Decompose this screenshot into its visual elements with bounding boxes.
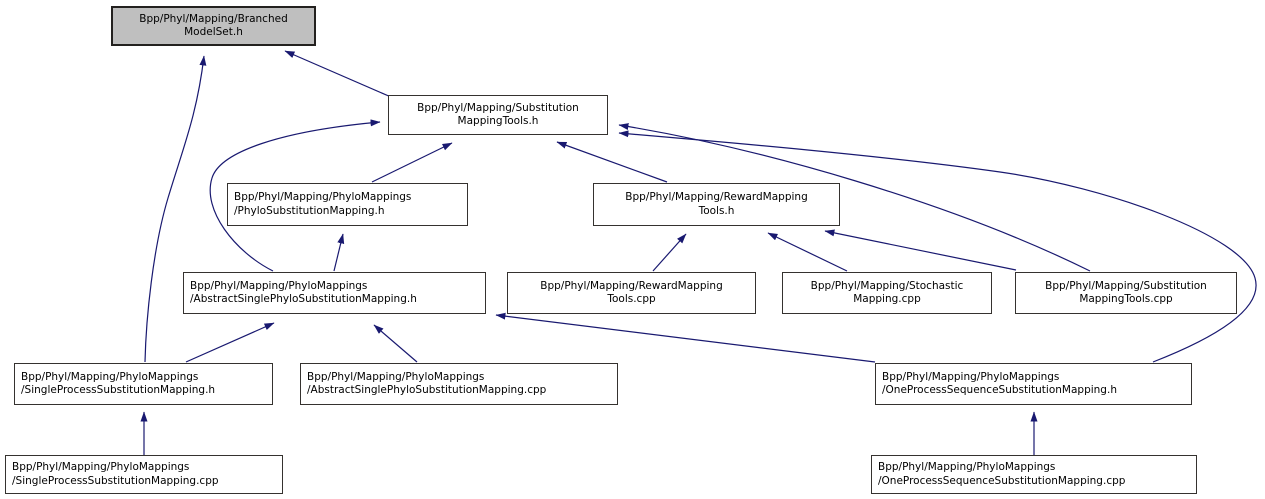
graph-node-branchedmodelset-h[interactable]: Bpp/Phyl/Mapping/Branched ModelSet.h	[111, 6, 316, 46]
node-label-line1: Bpp/Phyl/Mapping/RewardMapping	[625, 191, 808, 203]
node-label-line1: Bpp/Phyl/Mapping/PhyloMappings	[878, 461, 1056, 473]
edge-substmappingtools-h-to-branchedmodelset-h	[284, 50, 392, 98]
edge-abstractsingle-h-to-substmappingtools-h	[209, 119, 381, 272]
graph-node-substmappingtools-cpp[interactable]: Bpp/Phyl/Mapping/Substitution MappingToo…	[1015, 272, 1237, 314]
edge-abstractsingle-h-to-phylosubstmapping-h	[333, 233, 345, 272]
node-label-line2: MappingTools.h	[457, 115, 539, 127]
edge-singleprocess-h-to-abstractsingle-h	[185, 322, 275, 363]
graph-node-rewardmappingtools-h[interactable]: Bpp/Phyl/Mapping/RewardMapping Tools.h	[593, 183, 840, 226]
node-label-line2: Tools.h	[698, 204, 735, 217]
node-label-line2: /PhyloSubstitutionMapping.h	[234, 204, 385, 217]
graph-node-stochasticmapping-cpp[interactable]: Bpp/Phyl/Mapping/Stochastic Mapping.cpp	[782, 272, 992, 314]
node-label-line2: Tools.cpp	[607, 293, 656, 305]
node-label-line1: Bpp/Phyl/Mapping/PhyloMappings	[21, 370, 199, 383]
node-label-line1: Bpp/Phyl/Mapping/Stochastic	[810, 279, 964, 292]
node-label-line2: /AbstractSinglePhyloSubstitutionMapping.…	[190, 293, 417, 305]
node-label-line1: Bpp/Phyl/Mapping/Substitution	[417, 101, 579, 114]
node-label-line1: Bpp/Phyl/Mapping/PhyloMappings	[190, 279, 368, 292]
node-label-line2: MappingTools.cpp	[1079, 293, 1173, 305]
node-label-line2: ModelSet.h	[184, 26, 243, 38]
node-label-line2: /SingleProcessSubstitutionMapping.h	[21, 384, 216, 396]
graph-node-phylosubstmapping-h[interactable]: Bpp/Phyl/Mapping/PhyloMappings /PhyloSub…	[227, 183, 468, 226]
node-label-line1: Bpp/Phyl/Mapping/Branched	[139, 12, 288, 25]
node-label-line2: /AbstractSinglePhyloSubstitutionMapping.…	[307, 384, 547, 396]
node-label-line1: Bpp/Phyl/Mapping/Substitution	[1045, 279, 1207, 292]
edge-oneprocess-h-to-substmappingtools-h	[618, 130, 1257, 363]
edge-rewardmappingtools-h-to-substmappingtools-h	[556, 141, 668, 183]
edge-substmappingtools-cpp-to-rewardmappingtools-h	[824, 229, 1017, 271]
graph-node-singleprocess-cpp[interactable]: Bpp/Phyl/Mapping/PhyloMappings /SinglePr…	[5, 455, 283, 494]
edge-substmappingtools-cpp-to-substmappingtools-h	[618, 123, 1091, 272]
node-label-line2: /OneProcessSequenceSubstitutionMapping.c…	[878, 474, 1126, 487]
graph-node-abstractsingle-cpp[interactable]: Bpp/Phyl/Mapping/PhyloMappings /Abstract…	[300, 363, 618, 405]
edge-oneprocess-h-to-abstractsingle-h	[495, 312, 876, 363]
edge-phylosubstmapping-h-to-substmappingtools-h	[371, 142, 453, 183]
edge-stochasticmapping-cpp-to-rewardmappingtools-h	[767, 232, 848, 272]
node-label-line1: Bpp/Phyl/Mapping/PhyloMappings	[234, 191, 412, 203]
graph-node-substmappingtools-h[interactable]: Bpp/Phyl/Mapping/Substitution MappingToo…	[388, 95, 608, 135]
graph-node-oneprocess-cpp[interactable]: Bpp/Phyl/Mapping/PhyloMappings /OneProce…	[871, 455, 1197, 494]
graph-node-abstractsingle-h[interactable]: Bpp/Phyl/Mapping/PhyloMappings /Abstract…	[183, 272, 486, 314]
edge-singleprocess-h-to-branchedmodelset-h	[144, 55, 207, 363]
graph-node-rewardmappingtools-cpp[interactable]: Bpp/Phyl/Mapping/RewardMapping Tools.cpp	[507, 272, 756, 314]
edge-abstractsingle-cpp-to-abstractsingle-h	[373, 324, 418, 363]
node-label-line1: Bpp/Phyl/Mapping/PhyloMappings	[12, 461, 190, 473]
node-label-line2: /OneProcessSequenceSubstitutionMapping.h	[882, 384, 1117, 396]
node-label-line2: Mapping.cpp	[853, 293, 921, 305]
node-label-line2: /SingleProcessSubstitutionMapping.cpp	[12, 474, 219, 487]
node-label-line1: Bpp/Phyl/Mapping/RewardMapping	[540, 279, 723, 292]
node-label-line1: Bpp/Phyl/Mapping/PhyloMappings	[307, 370, 485, 383]
graph-node-oneprocess-h[interactable]: Bpp/Phyl/Mapping/PhyloMappings /OneProce…	[875, 363, 1192, 405]
node-label-line1: Bpp/Phyl/Mapping/PhyloMappings	[882, 370, 1060, 383]
graph-node-singleprocess-h[interactable]: Bpp/Phyl/Mapping/PhyloMappings /SinglePr…	[14, 363, 273, 405]
edge-rewardmappingtools-cpp-to-rewardmappingtools-h	[652, 233, 687, 272]
